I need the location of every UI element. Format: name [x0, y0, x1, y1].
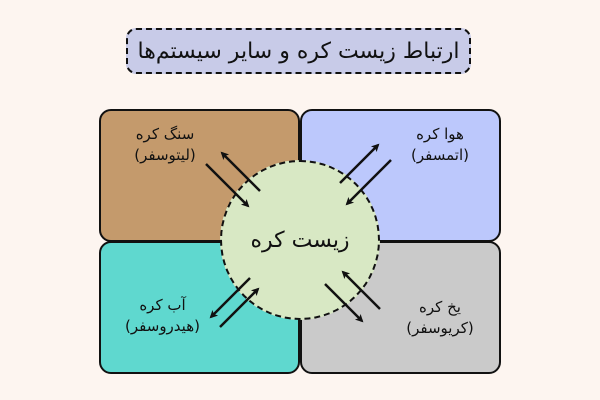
lithosphere-label: سنگ کره (لیتوسفر): [115, 124, 215, 166]
hydrosphere-sub: (هیدروسفر): [125, 317, 200, 335]
cryosphere-label: یخ کره (کریوسفر): [390, 297, 490, 339]
atmosphere-name: هوا کره: [416, 125, 464, 143]
hydrosphere-name: آب کره: [139, 296, 186, 314]
lithosphere-name: سنگ کره: [135, 125, 195, 143]
cryosphere-sub: (کریوسفر): [406, 319, 474, 337]
atmosphere-label: هوا کره (اتمسفر): [390, 124, 490, 166]
atmosphere-sub: (اتمسفر): [411, 146, 469, 164]
hydrosphere-label: آب کره (هیدروسفر): [110, 295, 215, 337]
biosphere-circle: زیست کره: [220, 160, 380, 320]
diagram-title: ارتباط زیست کره و سایر سیستم‌ها: [126, 28, 471, 74]
biosphere-label: زیست کره: [250, 227, 350, 253]
cryosphere-name: یخ کره: [419, 298, 461, 316]
lithosphere-sub: (لیتوسفر): [134, 146, 196, 164]
